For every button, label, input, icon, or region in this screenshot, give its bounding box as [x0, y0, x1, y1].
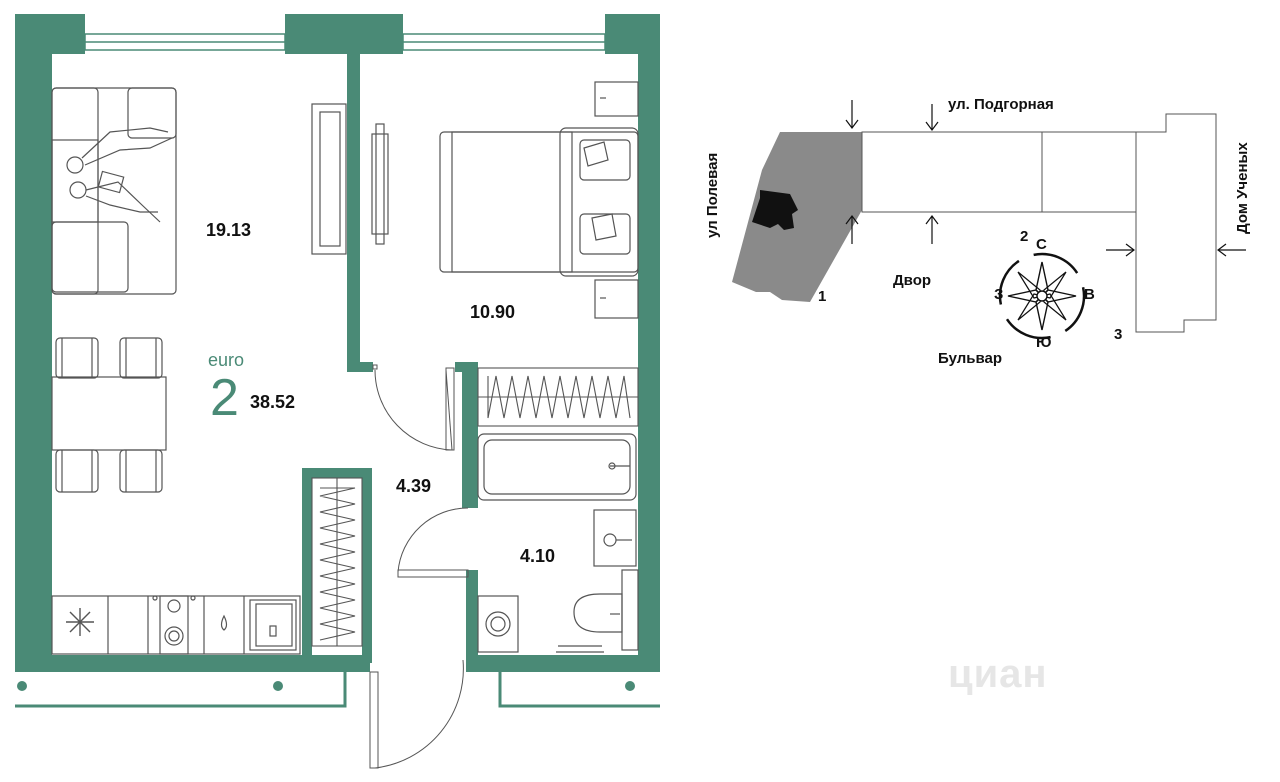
compass-north: С	[1036, 236, 1047, 253]
watermark-logo: циан	[948, 652, 1048, 696]
fridge-icon	[66, 608, 94, 636]
scientists-house-label: Дом Ученых	[1234, 142, 1251, 234]
door-icon	[369, 364, 469, 769]
street-left-label: ул Полевая	[704, 152, 721, 238]
compass-south: Ю	[1036, 334, 1052, 351]
current-building	[752, 190, 798, 230]
apartment-type-label: euro	[208, 350, 245, 370]
person-icon	[66, 127, 173, 223]
sink-icon	[593, 509, 637, 567]
rooms-count: 2	[210, 369, 239, 427]
balcony	[15, 672, 660, 708]
chair-icon	[55, 337, 163, 493]
compass-icon	[998, 252, 1086, 340]
stove-icon	[152, 595, 196, 655]
total-area: 38.52	[250, 392, 296, 412]
bed-icon	[439, 127, 639, 277]
building-number-2: 2	[1020, 228, 1029, 245]
sofa-icon	[51, 87, 177, 295]
wing-building	[861, 131, 1043, 213]
hall-area: 4.39	[396, 476, 432, 496]
sink-icon	[220, 599, 297, 651]
wing-building	[1041, 131, 1137, 213]
tv-icon	[311, 103, 389, 255]
living-room-area: 19.13	[206, 220, 252, 240]
toilet-icon	[573, 569, 639, 651]
wardrobe-icon	[311, 367, 639, 647]
courtyard-label: Двор	[893, 272, 932, 289]
neighbor-building	[732, 132, 862, 302]
building-number-1: 1	[818, 288, 827, 305]
window-icon	[84, 33, 606, 51]
nightstand-icon	[594, 81, 639, 319]
compass-east: В	[1084, 286, 1095, 303]
bathroom-area: 4.10	[520, 546, 556, 566]
table-icon	[51, 376, 167, 451]
compass-west: З	[994, 286, 1004, 303]
building-number-3: 3	[1114, 326, 1123, 343]
washing-machine-icon	[477, 595, 604, 653]
scientists-house	[1135, 113, 1217, 333]
bathtub-icon	[477, 433, 637, 501]
walls	[15, 14, 660, 672]
street-top-label: ул. Подгорная	[948, 96, 1054, 113]
bedroom-area: 10.90	[470, 302, 516, 322]
site-plan	[732, 100, 1246, 340]
balcony-markers	[17, 681, 635, 691]
arrow-icon	[845, 100, 1246, 257]
boulevard-label: Бульвар	[938, 350, 1003, 367]
